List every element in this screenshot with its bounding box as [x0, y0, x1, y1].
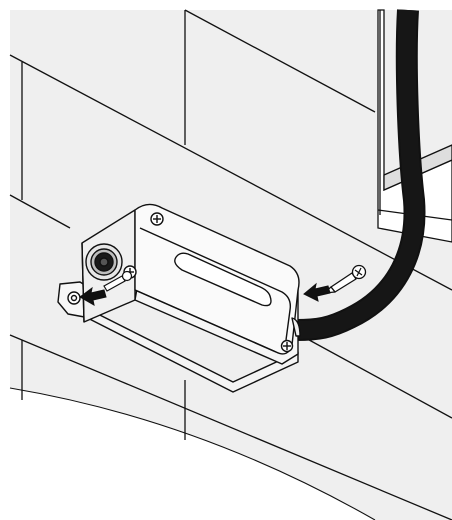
tile-joint — [9, 334, 452, 520]
lid-screw-icon — [150, 212, 164, 226]
cable-body — [295, 9, 424, 339]
tab-screw-head — [121, 270, 133, 282]
arrow-icon — [303, 282, 331, 302]
lid-slot — [174, 252, 272, 307]
lid-screw-icon — [280, 339, 294, 353]
arrow-icon — [79, 286, 107, 306]
frame-face — [377, 9, 452, 243]
junction-box — [57, 203, 301, 393]
box-edge — [81, 242, 85, 323]
tile-joint — [184, 9, 376, 113]
tile-joint — [299, 334, 452, 419]
tile-joint — [9, 54, 452, 291]
wall-cut-edge — [9, 387, 376, 520]
cable-gland-core — [99, 257, 109, 267]
lid-rim — [139, 227, 292, 341]
cable-entry-boss — [291, 317, 301, 337]
cable — [295, 9, 426, 341]
tab-screw-hole-inner — [70, 294, 78, 302]
screw-icon — [323, 264, 367, 294]
tab-screw-shank — [103, 275, 126, 292]
arrow-right-insert — [303, 282, 331, 302]
tile-joint — [9, 194, 71, 229]
arrow-left-insert — [79, 286, 107, 306]
screw-icon — [103, 270, 133, 292]
box-edge — [134, 289, 277, 353]
